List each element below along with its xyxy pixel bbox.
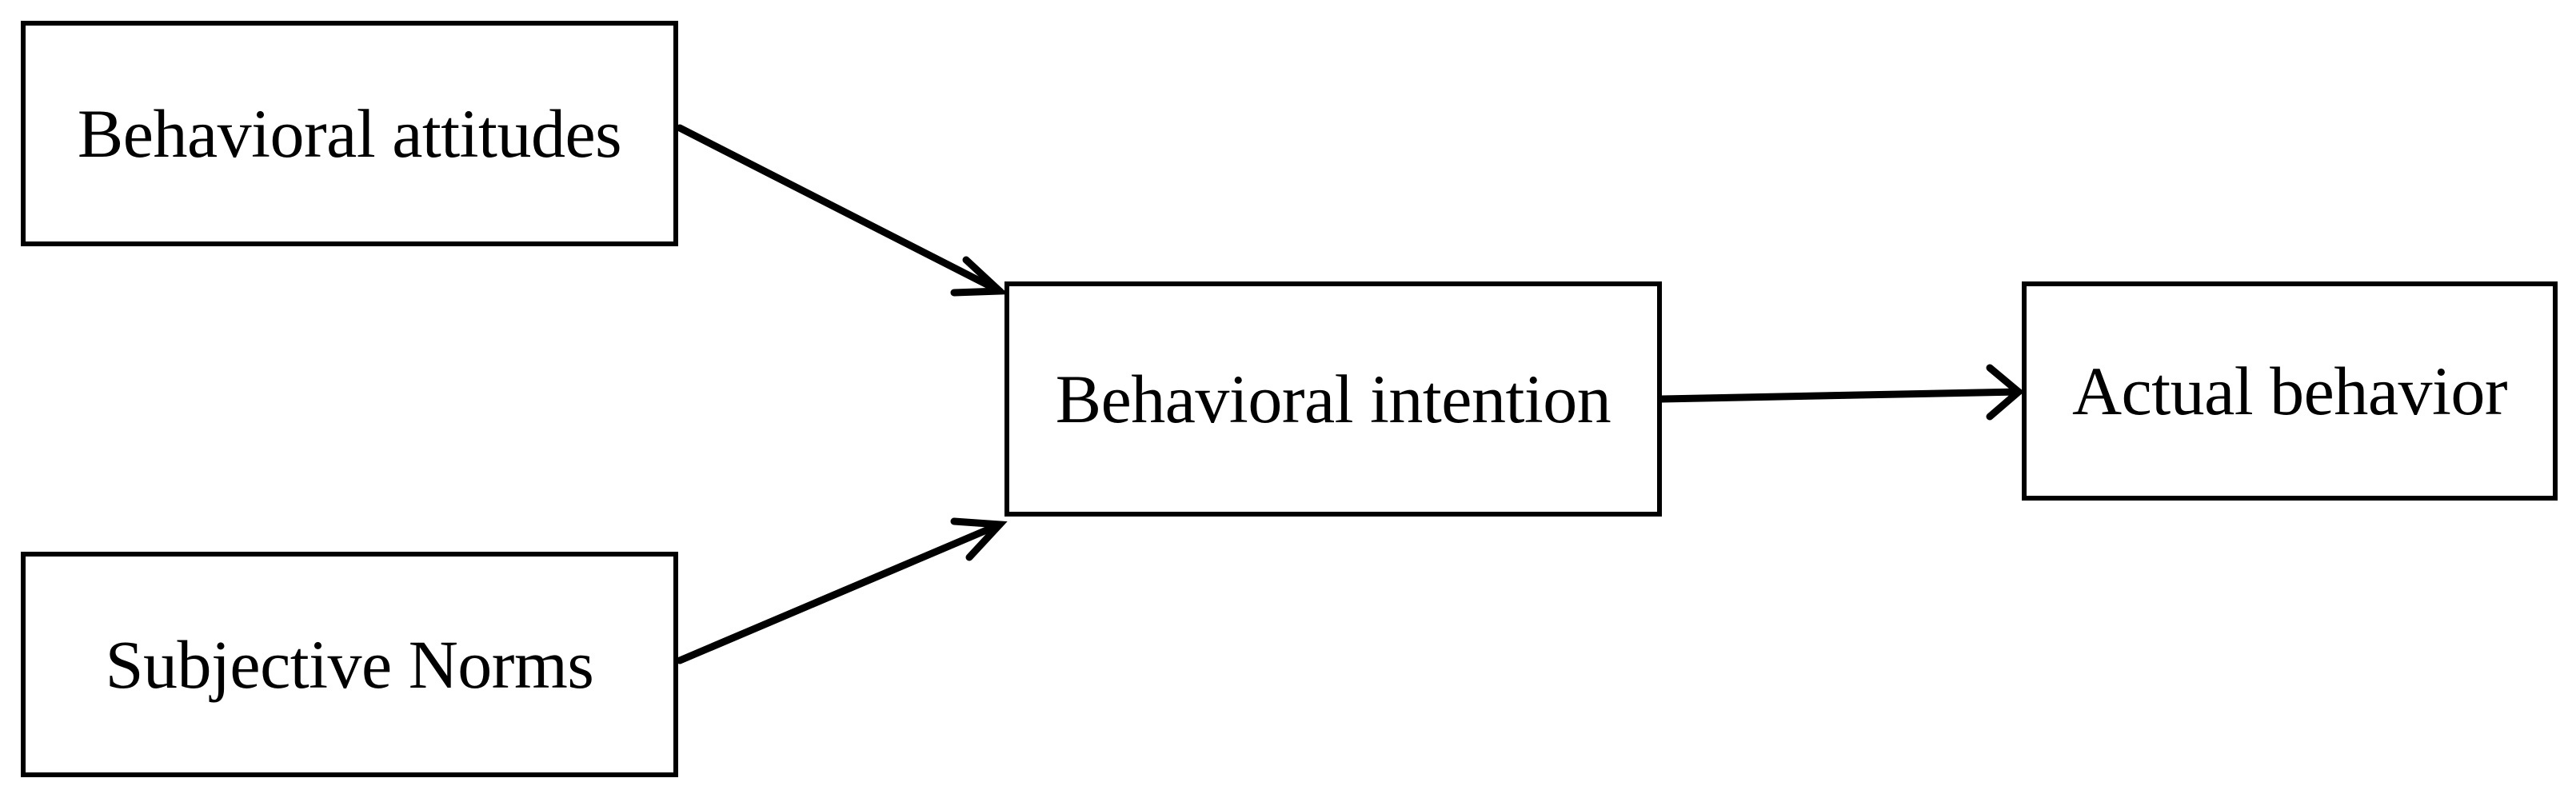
arrow-intention-to-actual-shaft (1658, 388, 2023, 403)
node-actual-behavior: Actual behavior (2022, 281, 2558, 501)
arrow-intention-to-actual (1658, 364, 2024, 421)
arrow-attitudes-to-intention (676, 124, 1009, 297)
node-behavioral-attitudes-label: Behavioral attitudes (77, 95, 622, 172)
arrow-intention-to-actual-head (1986, 364, 2024, 421)
node-behavioral-intention-label: Behavioral intention (1055, 361, 1611, 437)
node-behavioral-intention: Behavioral intention (1004, 281, 1662, 517)
arrow-norms-to-intention-shaft (676, 521, 1004, 664)
arrow-attitudes-to-intention-head (950, 256, 1009, 297)
node-subjective-norms: Subjective Norms (21, 552, 678, 777)
node-behavioral-attitudes: Behavioral attitudes (21, 21, 678, 246)
node-subjective-norms-label: Subjective Norms (105, 626, 594, 703)
arrow-attitudes-to-intention-shaft (676, 124, 1004, 295)
arrow-norms-to-intention (676, 517, 1008, 664)
arrow-norms-to-intention-head (950, 517, 1008, 561)
node-actual-behavior-label: Actual behavior (2071, 353, 2508, 429)
